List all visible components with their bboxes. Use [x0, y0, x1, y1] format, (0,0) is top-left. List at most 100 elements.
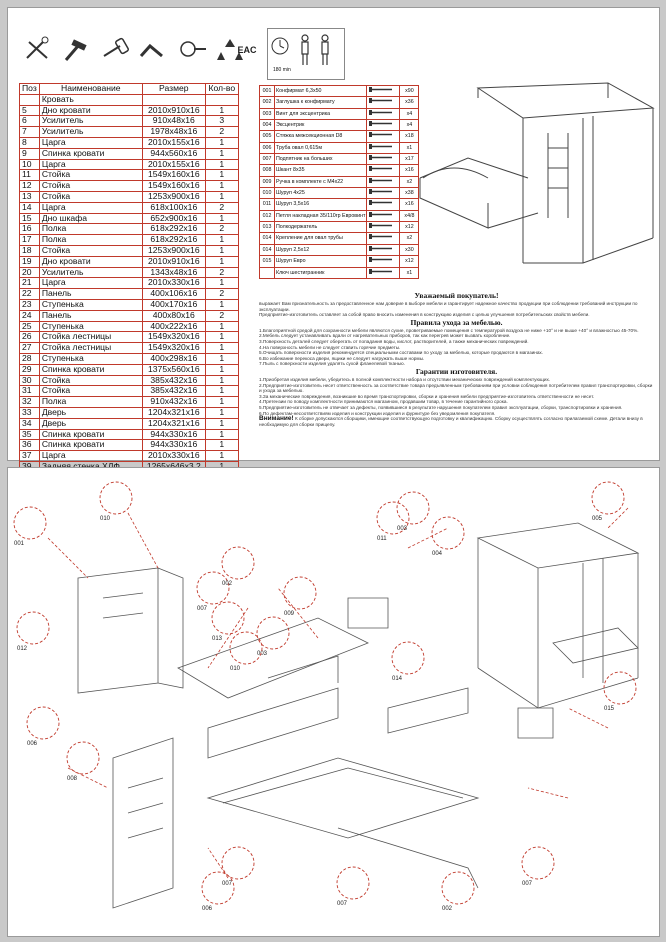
callout-code: 013 — [212, 636, 223, 642]
table-cell: 1 — [204, 450, 239, 462]
table-cell: 22 — [19, 288, 40, 300]
table-cell: Стойка лестницы — [38, 331, 143, 344]
table-cell: 652х900х16 — [141, 212, 206, 225]
warranty-item: 6.По дефектам-несоответствиям изделия и … — [259, 410, 496, 416]
table-cell: 29 — [19, 363, 40, 376]
callout-circle — [99, 481, 133, 515]
hardware-part-icon — [366, 221, 401, 234]
hardware-cell: 010 — [259, 187, 275, 200]
table-cell: 2010х910х16 — [141, 255, 206, 268]
warranty-item: 4.Претензии по поводу комплектности прин… — [259, 399, 508, 405]
callout-circle — [256, 616, 290, 650]
table-cell: Дно кровати — [38, 104, 143, 117]
callout-circle — [396, 491, 430, 525]
callout-circle — [603, 671, 637, 705]
hardware-cell: Эксцентрик — [273, 119, 368, 132]
table-cell: 2010х910х16 — [141, 104, 206, 117]
table-cell: Усилитель — [38, 126, 143, 138]
table-cell: 32 — [19, 396, 40, 408]
table-cell: Стойка — [38, 385, 143, 398]
table-cell: 2 — [204, 223, 239, 236]
table-cell: 1 — [204, 180, 239, 192]
table-cell: 1 — [204, 417, 239, 430]
table-cell: 1 — [204, 255, 239, 268]
table-cell: 1 — [204, 352, 239, 365]
table-cell: 15 — [19, 212, 40, 225]
callout-code: 012 — [17, 646, 28, 652]
table-cell: Кровать — [38, 93, 143, 106]
table-cell: 8 — [19, 136, 40, 149]
table-cell: 400х106х16 — [141, 288, 206, 300]
table-cell: 400х298х16 — [141, 352, 206, 365]
callout-circle — [26, 706, 60, 740]
table-cell: 2 — [204, 201, 239, 214]
hardware-cell: 007 — [259, 153, 275, 166]
attention-text: К сборке допускаются сборщики, имеющие с… — [259, 416, 643, 427]
table-cell: Панель — [38, 288, 143, 300]
table-cell: Спинка кровати — [38, 428, 143, 441]
hardware-part-icon — [366, 164, 401, 177]
table-cell: 33 — [19, 406, 40, 419]
table-cell: 400х170х16 — [141, 298, 206, 311]
eac-mark-icon: EAC — [235, 34, 259, 64]
hardware-cell: Шкант 8х35 — [273, 164, 368, 177]
table-cell: 385х432х16 — [141, 385, 206, 398]
table-cell: 24 — [19, 309, 40, 322]
table-cell: 618х100х16 — [141, 201, 206, 214]
callout-circle — [283, 576, 317, 610]
assembly-time-box: 180 min — [267, 28, 345, 80]
recycle-icon — [213, 34, 247, 64]
hardware-cell: Винт для эксцентрика — [273, 107, 368, 121]
callout-circle — [221, 546, 255, 580]
table-cell: Стойка — [38, 180, 143, 192]
table-cell: 910х48х16 — [141, 115, 206, 128]
table-cell: 26 — [19, 331, 40, 344]
table-cell: 35 — [19, 428, 40, 441]
table-cell: 27 — [19, 342, 40, 354]
callout-code: 006 — [202, 906, 213, 912]
table-cell: 1 — [204, 104, 239, 117]
greeting-heading: Уважаемый покупатель! — [414, 291, 499, 300]
table-cell: 37 — [19, 450, 40, 462]
table-cell: 30 — [19, 374, 40, 387]
warranty-item: 2.Предприятие-изготовитель несет ответст… — [259, 382, 653, 394]
hardware-cell: Конфирмат 6,3х50 — [273, 84, 368, 98]
table-cell: 1253х900х16 — [141, 244, 206, 257]
table-cell: 2 — [204, 288, 239, 300]
table-cell: 13 — [19, 190, 40, 203]
table-cell: Спинка кровати — [38, 147, 143, 160]
hardware-cell: 004 — [259, 119, 275, 132]
care-list: 1.Благоприятной средой для сохранности м… — [259, 328, 654, 367]
callout-code: 003 — [397, 526, 408, 532]
hardware-cell — [259, 266, 275, 279]
callout-code: 004 — [432, 551, 443, 557]
table-cell — [19, 93, 40, 106]
hardware-part-icon — [366, 255, 401, 268]
table-cell: Усилитель — [38, 266, 143, 279]
table-cell: Полка — [38, 396, 143, 408]
care-item: 5.Очищать поверхности изделия рекомендуе… — [259, 350, 544, 356]
table-cell: 618х292х16 — [141, 234, 206, 246]
callout-circle — [221, 846, 255, 880]
table-cell: 6 — [19, 115, 40, 128]
table-cell: Спинка кровати — [38, 439, 143, 452]
table-cell: Дверь — [38, 417, 143, 430]
table-cell: 944х560х16 — [141, 147, 206, 160]
hardware-cell: 012 — [259, 209, 275, 223]
hardware-cell: 002 — [259, 96, 275, 109]
